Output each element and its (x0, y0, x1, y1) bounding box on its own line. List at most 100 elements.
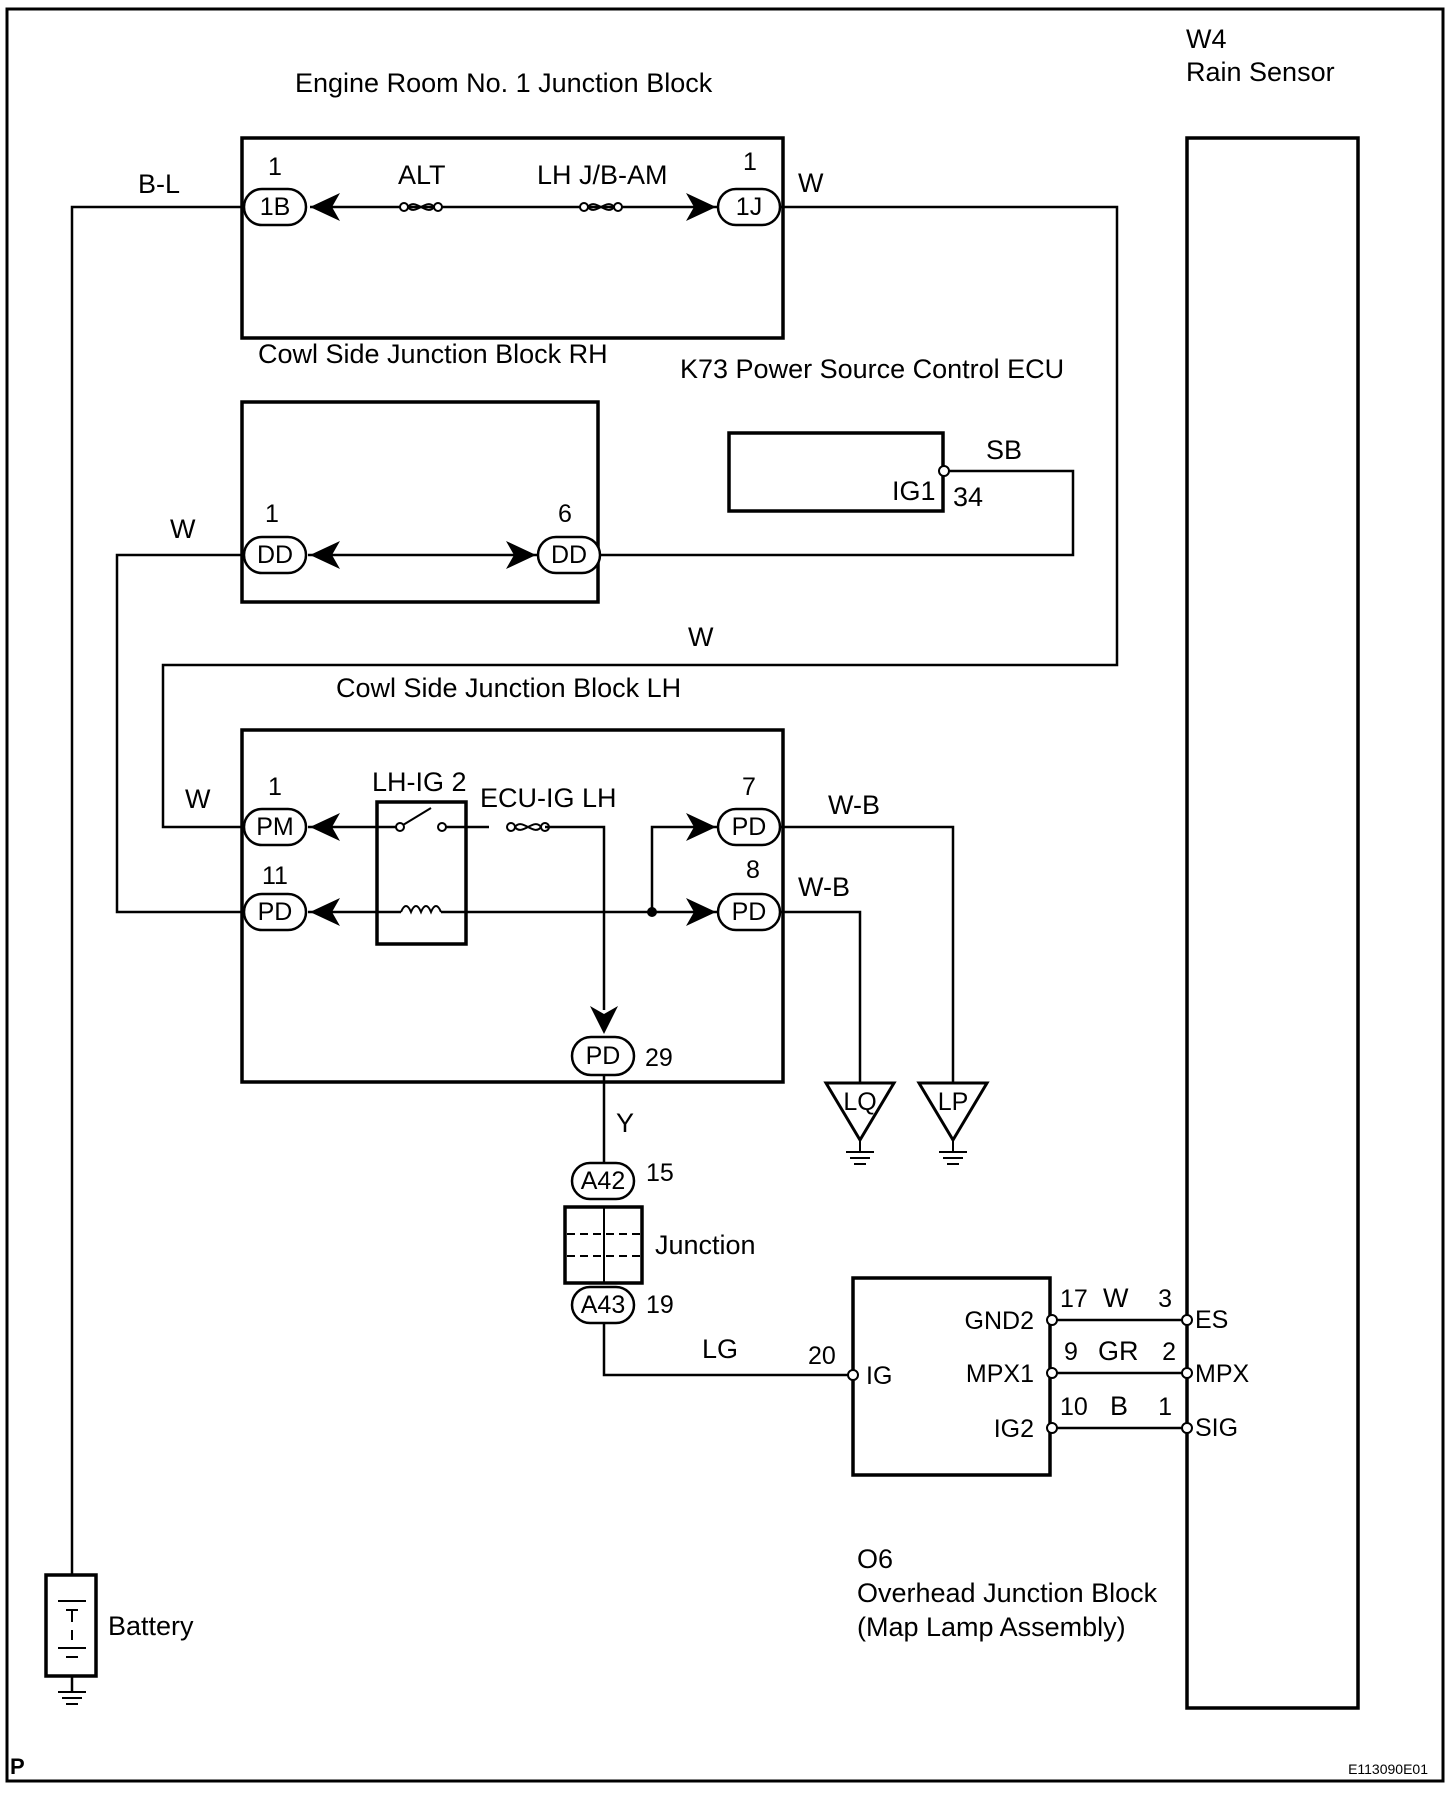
connector-pd-8-name: PD (732, 898, 767, 926)
ig1-terminal-pin: 34 (953, 482, 983, 512)
connector-pd-11-name: PD (258, 898, 293, 926)
sig-terminal-pin: 1 (1158, 1393, 1172, 1421)
ig2-terminal (1046, 1422, 1058, 1434)
mpx-terminal-name: MPX (1195, 1360, 1250, 1388)
ecu-label: K73 Power Source Control ECU (680, 354, 1064, 384)
wire-w-b-1-label: W-B (828, 790, 880, 820)
ig1-terminal (938, 465, 950, 477)
connector-1b-name: 1B (260, 193, 291, 221)
relay-coil-icon (400, 905, 442, 915)
ground-lq-label: LQ (843, 1088, 876, 1116)
power-source-ecu: K73 Power Source Control ECU IG1 34 (680, 354, 1064, 513)
wire-gr-label: GR (1098, 1336, 1139, 1366)
ig-terminal (847, 1369, 859, 1381)
cowl-rh-label: Cowl Side Junction Block RH (258, 339, 608, 369)
wire-w-b-lp (780, 825, 955, 1086)
wire-y-label: Y (616, 1108, 634, 1138)
wire-w-pm-label: W (185, 784, 211, 814)
wire-w-b-lq (780, 910, 862, 1086)
junction-connector: A42 15 Junction A43 19 (563, 1159, 756, 1325)
rain-sensor: W4 Rain Sensor 3 ES 2 MPX 1 SIG (1158, 24, 1360, 1710)
wire-w-b-2-label: W-B (798, 872, 850, 902)
wire-lg-label: LG (702, 1334, 738, 1364)
connector-a43-name: A43 (581, 1291, 625, 1319)
wire-w-top-label: W (798, 168, 824, 198)
connector-dd-6-pin: 6 (558, 500, 572, 528)
figure-code-label: E113090E01 (1348, 1761, 1428, 1777)
junction-label: Junction (655, 1230, 756, 1260)
cowl-rh-junction-block: Cowl Side Junction Block RH DD 1 DD 6 (240, 339, 608, 604)
connector-pd-29-pin: 29 (645, 1044, 673, 1072)
gnd2-terminal-pin: 17 (1060, 1285, 1088, 1313)
mpx-terminal (1181, 1367, 1193, 1379)
ground-lq: LQ (823, 1081, 897, 1165)
wire-lg (602, 1323, 851, 1377)
connector-a42-name: A42 (581, 1167, 625, 1195)
gnd2-terminal-name: GND2 (965, 1307, 1034, 1335)
alt-fuse-label: ALT (398, 160, 446, 190)
connector-a42-pin: 15 (646, 1159, 674, 1187)
arrow-1j-icon (686, 193, 716, 221)
connector-a43-pin: 19 (646, 1291, 674, 1319)
wire-w-dd-label: W (170, 514, 196, 544)
wire-b-l (70, 205, 244, 1525)
connector-pm-1-name: PM (256, 813, 294, 841)
connector-pd-7-pin: 7 (742, 773, 756, 801)
mpx1-terminal (1046, 1367, 1058, 1379)
connector-pm-1-pin: 1 (268, 773, 282, 801)
connector-1b-pin: 1 (268, 153, 282, 181)
rain-sensor-name: Rain Sensor (1186, 57, 1335, 87)
diagram-frame (5, 7, 1445, 1783)
connector-dd-1-name: DD (257, 541, 293, 569)
mpx1-terminal-name: MPX1 (966, 1360, 1034, 1388)
o6-code-label: O6 (857, 1544, 893, 1574)
o6-sub-label: (Map Lamp Assembly) (857, 1612, 1126, 1642)
rain-sensor-code: W4 (1186, 24, 1227, 54)
ig-terminal-name: IG (866, 1362, 892, 1390)
mpx-terminal-pin: 2 (1162, 1338, 1176, 1366)
connector-1j-pin: 1 (743, 148, 757, 176)
battery: Battery (44, 1525, 194, 1705)
wire-sb (600, 469, 1075, 557)
corner-left-label: P (10, 1754, 25, 1779)
connector-pd-29 (570, 1035, 636, 1077)
connector-pd-8-pin: 8 (746, 856, 760, 884)
connector-a42 (570, 1161, 636, 1201)
wire-w-dd-pd (115, 553, 244, 914)
wire-w-mid-label: W (688, 622, 714, 652)
sig-terminal-name: SIG (1195, 1414, 1238, 1442)
battery-label: Battery (108, 1611, 194, 1641)
cowl-lh-label: Cowl Side Junction Block LH (336, 673, 681, 703)
connector-dd-6-name: DD (551, 541, 587, 569)
gnd2-terminal (1046, 1314, 1058, 1326)
mpx1-terminal-pin: 9 (1064, 1338, 1078, 1366)
arrow-dd-6-icon (506, 541, 536, 569)
sig-terminal (1181, 1422, 1193, 1434)
connector-pd-7-name: PD (732, 813, 767, 841)
arrow-1b-icon (310, 193, 340, 221)
engine-room-junction-block: Engine Room No. 1 Junction Block ALT LH … (240, 68, 785, 340)
engine-room-block-label: Engine Room No. 1 Junction Block (295, 68, 713, 98)
lh-ig2-relay (375, 800, 468, 946)
overhead-junction-block: 20 IG GND2 17 MPX1 9 IG2 10 O6 Overhead … (808, 1276, 1158, 1642)
es-terminal-pin: 3 (1158, 1285, 1172, 1313)
arrow-pd-29-icon (590, 1006, 618, 1034)
connector-dd-1-pin: 1 (265, 500, 279, 528)
arrow-pd-11-icon (310, 898, 340, 926)
ground-lp-label: LP (938, 1088, 969, 1116)
wire-w-gnd-label: W (1103, 1283, 1129, 1313)
connector-pd-11-pin: 11 (262, 862, 288, 890)
connector-pd-29-name: PD (586, 1042, 621, 1070)
es-terminal-name: ES (1195, 1306, 1228, 1334)
ecu-ig-fuse-label: ECU-IG LH (480, 783, 617, 813)
lhjb-fuse-icon (579, 202, 623, 212)
wire-sb-label: SB (986, 435, 1022, 465)
ig-terminal-pin: 20 (808, 1342, 836, 1370)
wire-b-label: B (1110, 1391, 1128, 1421)
ig1-terminal-name: IG1 (892, 476, 936, 506)
arrow-pd-8-icon (686, 898, 716, 926)
lhjb-fuse-label: LH J/B-AM (537, 160, 668, 190)
arrow-dd-1-icon (310, 541, 340, 569)
alt-fuse-icon (399, 202, 443, 212)
